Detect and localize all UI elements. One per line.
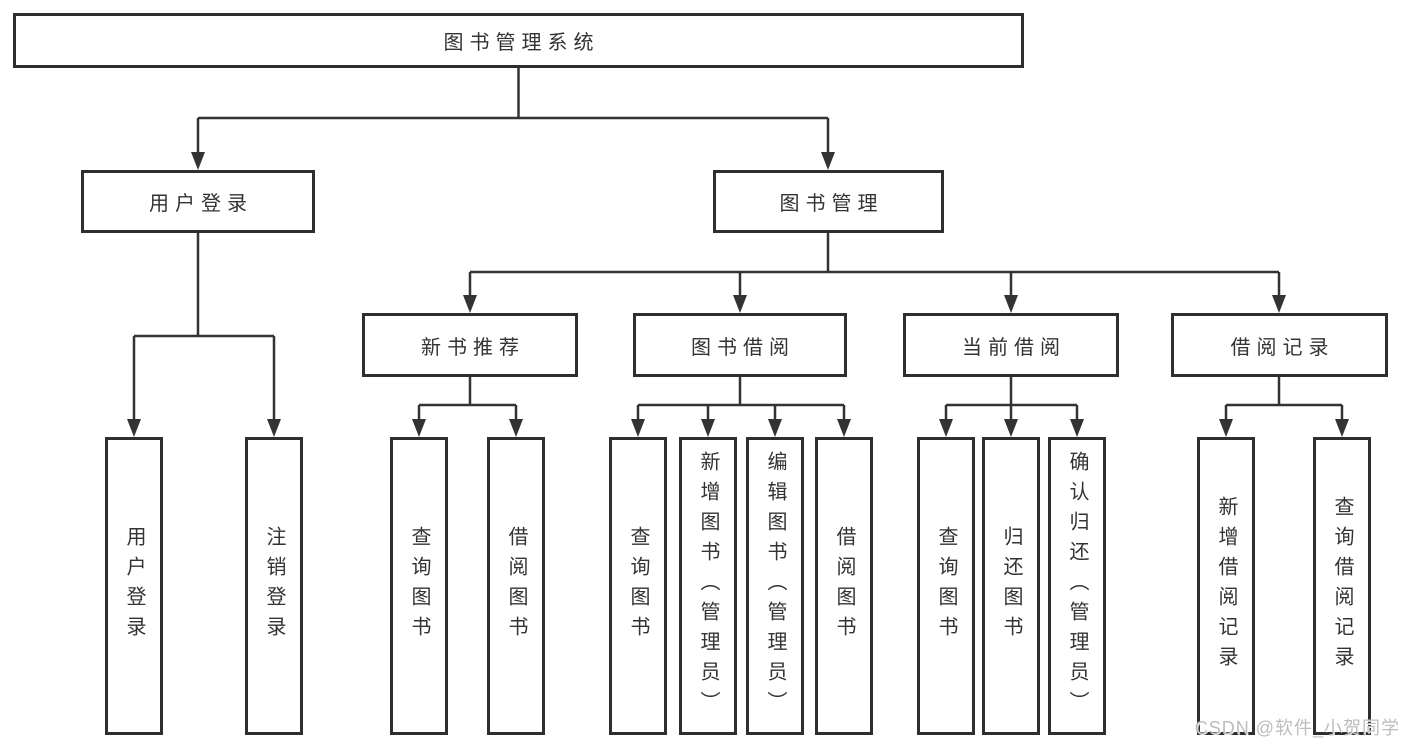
node-label: 当前借阅 xyxy=(962,336,1066,359)
leaf-query-books-current: 查询图书 xyxy=(917,437,975,735)
node-label: 用户登录 xyxy=(149,193,253,215)
node-label: 编辑图书（管理员） xyxy=(764,451,786,721)
connector-borrowing-records-to-leaves xyxy=(1224,377,1344,420)
node-borrowing-records: 借阅记录 xyxy=(1171,313,1388,377)
arrowheads-user-login-to-leaves xyxy=(127,419,281,437)
node-label: 新增图书（管理员） xyxy=(697,451,719,721)
leaf-user-login: 用户登录 xyxy=(105,437,163,735)
arrowheads-root-to-level2 xyxy=(191,152,835,170)
node-label: 注销登录 xyxy=(263,526,285,646)
leaf-edit-books-admin: 编辑图书（管理员） xyxy=(746,437,804,735)
arrowheads-current-borrowing-to-leaves xyxy=(939,419,1084,437)
leaf-add-borrow-record: 新增借阅记录 xyxy=(1197,437,1255,735)
connector-book-borrowing-to-leaves xyxy=(636,377,846,420)
node-label: 归还图书 xyxy=(1000,526,1022,646)
connector-new-book-recommendation-to-leaves xyxy=(417,377,518,420)
node-label: 新书推荐 xyxy=(421,336,525,359)
csdn-watermark: CSDN @软件_小贺同学 xyxy=(1194,718,1400,738)
connector-book-management-to-level3 xyxy=(468,233,1281,296)
node-label: 借阅记录 xyxy=(1230,336,1335,359)
node-label: 图书借阅 xyxy=(691,336,795,359)
node-label: 查询图书 xyxy=(627,526,649,646)
node-book-management: 图书管理 xyxy=(713,170,944,233)
node-user-login: 用户登录 xyxy=(81,170,315,233)
node-library-management-system: 图书管理系统 xyxy=(13,13,1024,68)
leaf-query-books-recommend: 查询图书 xyxy=(390,437,448,735)
leaf-logout: 注销登录 xyxy=(245,437,303,735)
arrowheads-borrowing-records-to-leaves xyxy=(1219,419,1349,437)
node-book-borrowing: 图书借阅 xyxy=(633,313,847,377)
node-label: 查询借阅记录 xyxy=(1331,496,1353,676)
connector-root-to-level2 xyxy=(196,68,830,153)
node-new-book-recommendation: 新书推荐 xyxy=(362,313,578,377)
leaf-return-books: 归还图书 xyxy=(982,437,1040,735)
arrowheads-new-book-recommendation-to-leaves xyxy=(412,419,523,437)
node-label: 用户登录 xyxy=(123,526,145,646)
connector-current-borrowing-to-leaves xyxy=(944,377,1079,420)
node-label: 查询图书 xyxy=(935,526,957,646)
arrowheads-book-management-to-level3 xyxy=(463,295,1286,313)
node-label: 借阅图书 xyxy=(505,526,527,646)
arrowheads-book-borrowing-to-leaves xyxy=(631,419,851,437)
leaf-query-books-borrowing: 查询图书 xyxy=(609,437,667,735)
node-label: 查询图书 xyxy=(408,526,430,646)
node-label: 图书管理 xyxy=(779,193,884,215)
leaf-query-borrow-record: 查询借阅记录 xyxy=(1313,437,1371,735)
leaf-add-books-admin: 新增图书（管理员） xyxy=(679,437,737,735)
leaf-confirm-return-admin: 确认归还（管理员） xyxy=(1048,437,1106,735)
leaf-borrow-books-borrowing: 借阅图书 xyxy=(815,437,873,735)
node-label: 借阅图书 xyxy=(833,526,855,646)
node-label: 确认归还（管理员） xyxy=(1066,451,1088,721)
node-label: 图书管理系统 xyxy=(443,32,600,54)
node-label: 新增借阅记录 xyxy=(1215,496,1237,676)
node-current-borrowing: 当前借阅 xyxy=(903,313,1119,377)
leaf-borrow-books-recommend: 借阅图书 xyxy=(487,437,545,735)
connector-user-login-to-leaves xyxy=(132,233,276,420)
